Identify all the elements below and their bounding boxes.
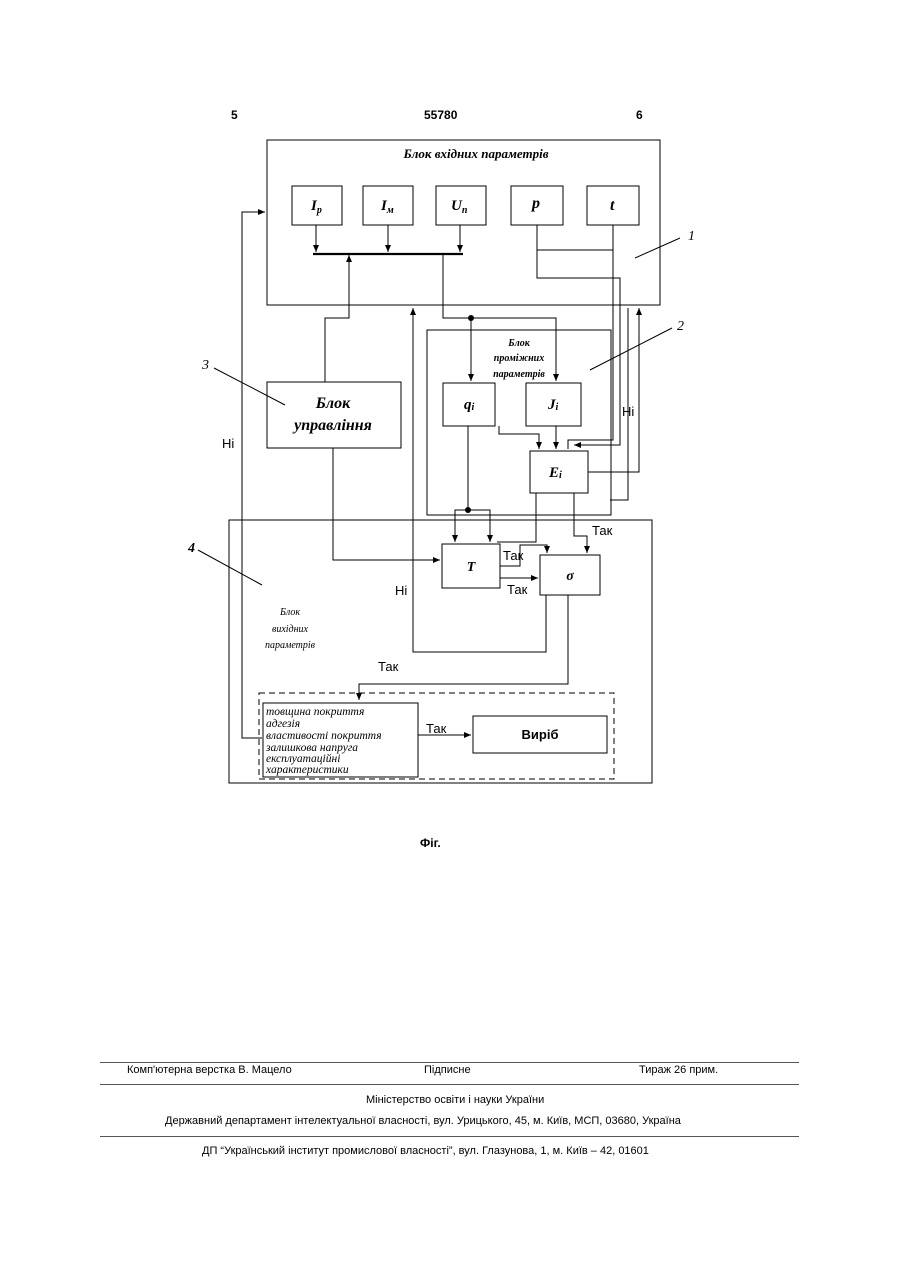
intermediate-title-1: Блок — [507, 338, 530, 349]
output-title-3: параметрів — [265, 640, 316, 651]
label-ni-left: Ні — [222, 436, 234, 451]
footer-circulation: Тираж 26 прим. — [639, 1064, 718, 1076]
footer-typesetting: Комп'ютерна верстка В. Мацело — [127, 1064, 292, 1076]
result-item-2: адгезія — [266, 718, 300, 730]
product-label: Виріб — [522, 727, 559, 742]
control-title-1: Блок — [315, 395, 351, 412]
input-parameters-block — [267, 140, 660, 305]
label-yes-sigma: Так — [378, 659, 399, 674]
control-title-2: управління — [292, 417, 372, 434]
cell-ji-label: Ji — [547, 397, 559, 413]
cell-un-label: Uп — [451, 198, 468, 216]
figure-caption: Фіг. — [420, 836, 441, 850]
cell-t-label: t — [610, 197, 615, 214]
cell-ir-label: Iр — [310, 198, 322, 216]
footer-signed: Підписне — [424, 1064, 471, 1076]
footer-department: Державний департамент інтелектуальної вл… — [165, 1115, 681, 1127]
cell-im-label: Iм — [380, 198, 394, 216]
cell-T-label: T — [467, 560, 477, 575]
result-item-1: товщина покриття — [266, 706, 364, 718]
block-number-4: 4 — [187, 541, 195, 556]
intermediate-title-3: параметрів — [493, 369, 545, 380]
footer-rule-2 — [100, 1084, 799, 1085]
footer-ministry: Міністерство освіти і науки України — [366, 1094, 544, 1106]
cell-p-label: p — [530, 195, 540, 212]
label-yes-ei: Так — [592, 523, 613, 538]
footer-rule-1 — [100, 1062, 799, 1063]
footer-institute: ДП “Український інститут промислової вла… — [202, 1145, 649, 1157]
control-block — [267, 382, 401, 448]
block-number-3: 3 — [201, 358, 209, 373]
cell-ei-label: Ei — [548, 465, 562, 481]
block-number-1: 1 — [688, 229, 695, 244]
result-item-6: характеристики — [265, 764, 349, 776]
input-block-title: Блок вхідних параметрів — [402, 146, 548, 161]
intermediate-title-2: проміжних — [494, 353, 544, 364]
label-ni-bottom: Ні — [395, 583, 407, 598]
output-title-2: вихідних — [272, 624, 309, 635]
result-item-3: властивості покриття — [266, 730, 382, 742]
label-ni-right: Ні — [622, 404, 634, 419]
footer-rule-3 — [100, 1136, 799, 1137]
block-number-2: 2 — [677, 319, 684, 334]
cell-qi-label: qi — [464, 397, 475, 413]
output-title-1: Блок — [279, 607, 300, 618]
label-yes-t1: Так — [503, 548, 524, 563]
label-yes-result: Так — [426, 721, 447, 736]
cell-sigma-label: σ — [566, 569, 574, 584]
label-yes-t2: Так — [507, 582, 528, 597]
block-diagram: Блок вхідних параметрів 1 Iр Iм Uп p t Б… — [0, 0, 901, 900]
